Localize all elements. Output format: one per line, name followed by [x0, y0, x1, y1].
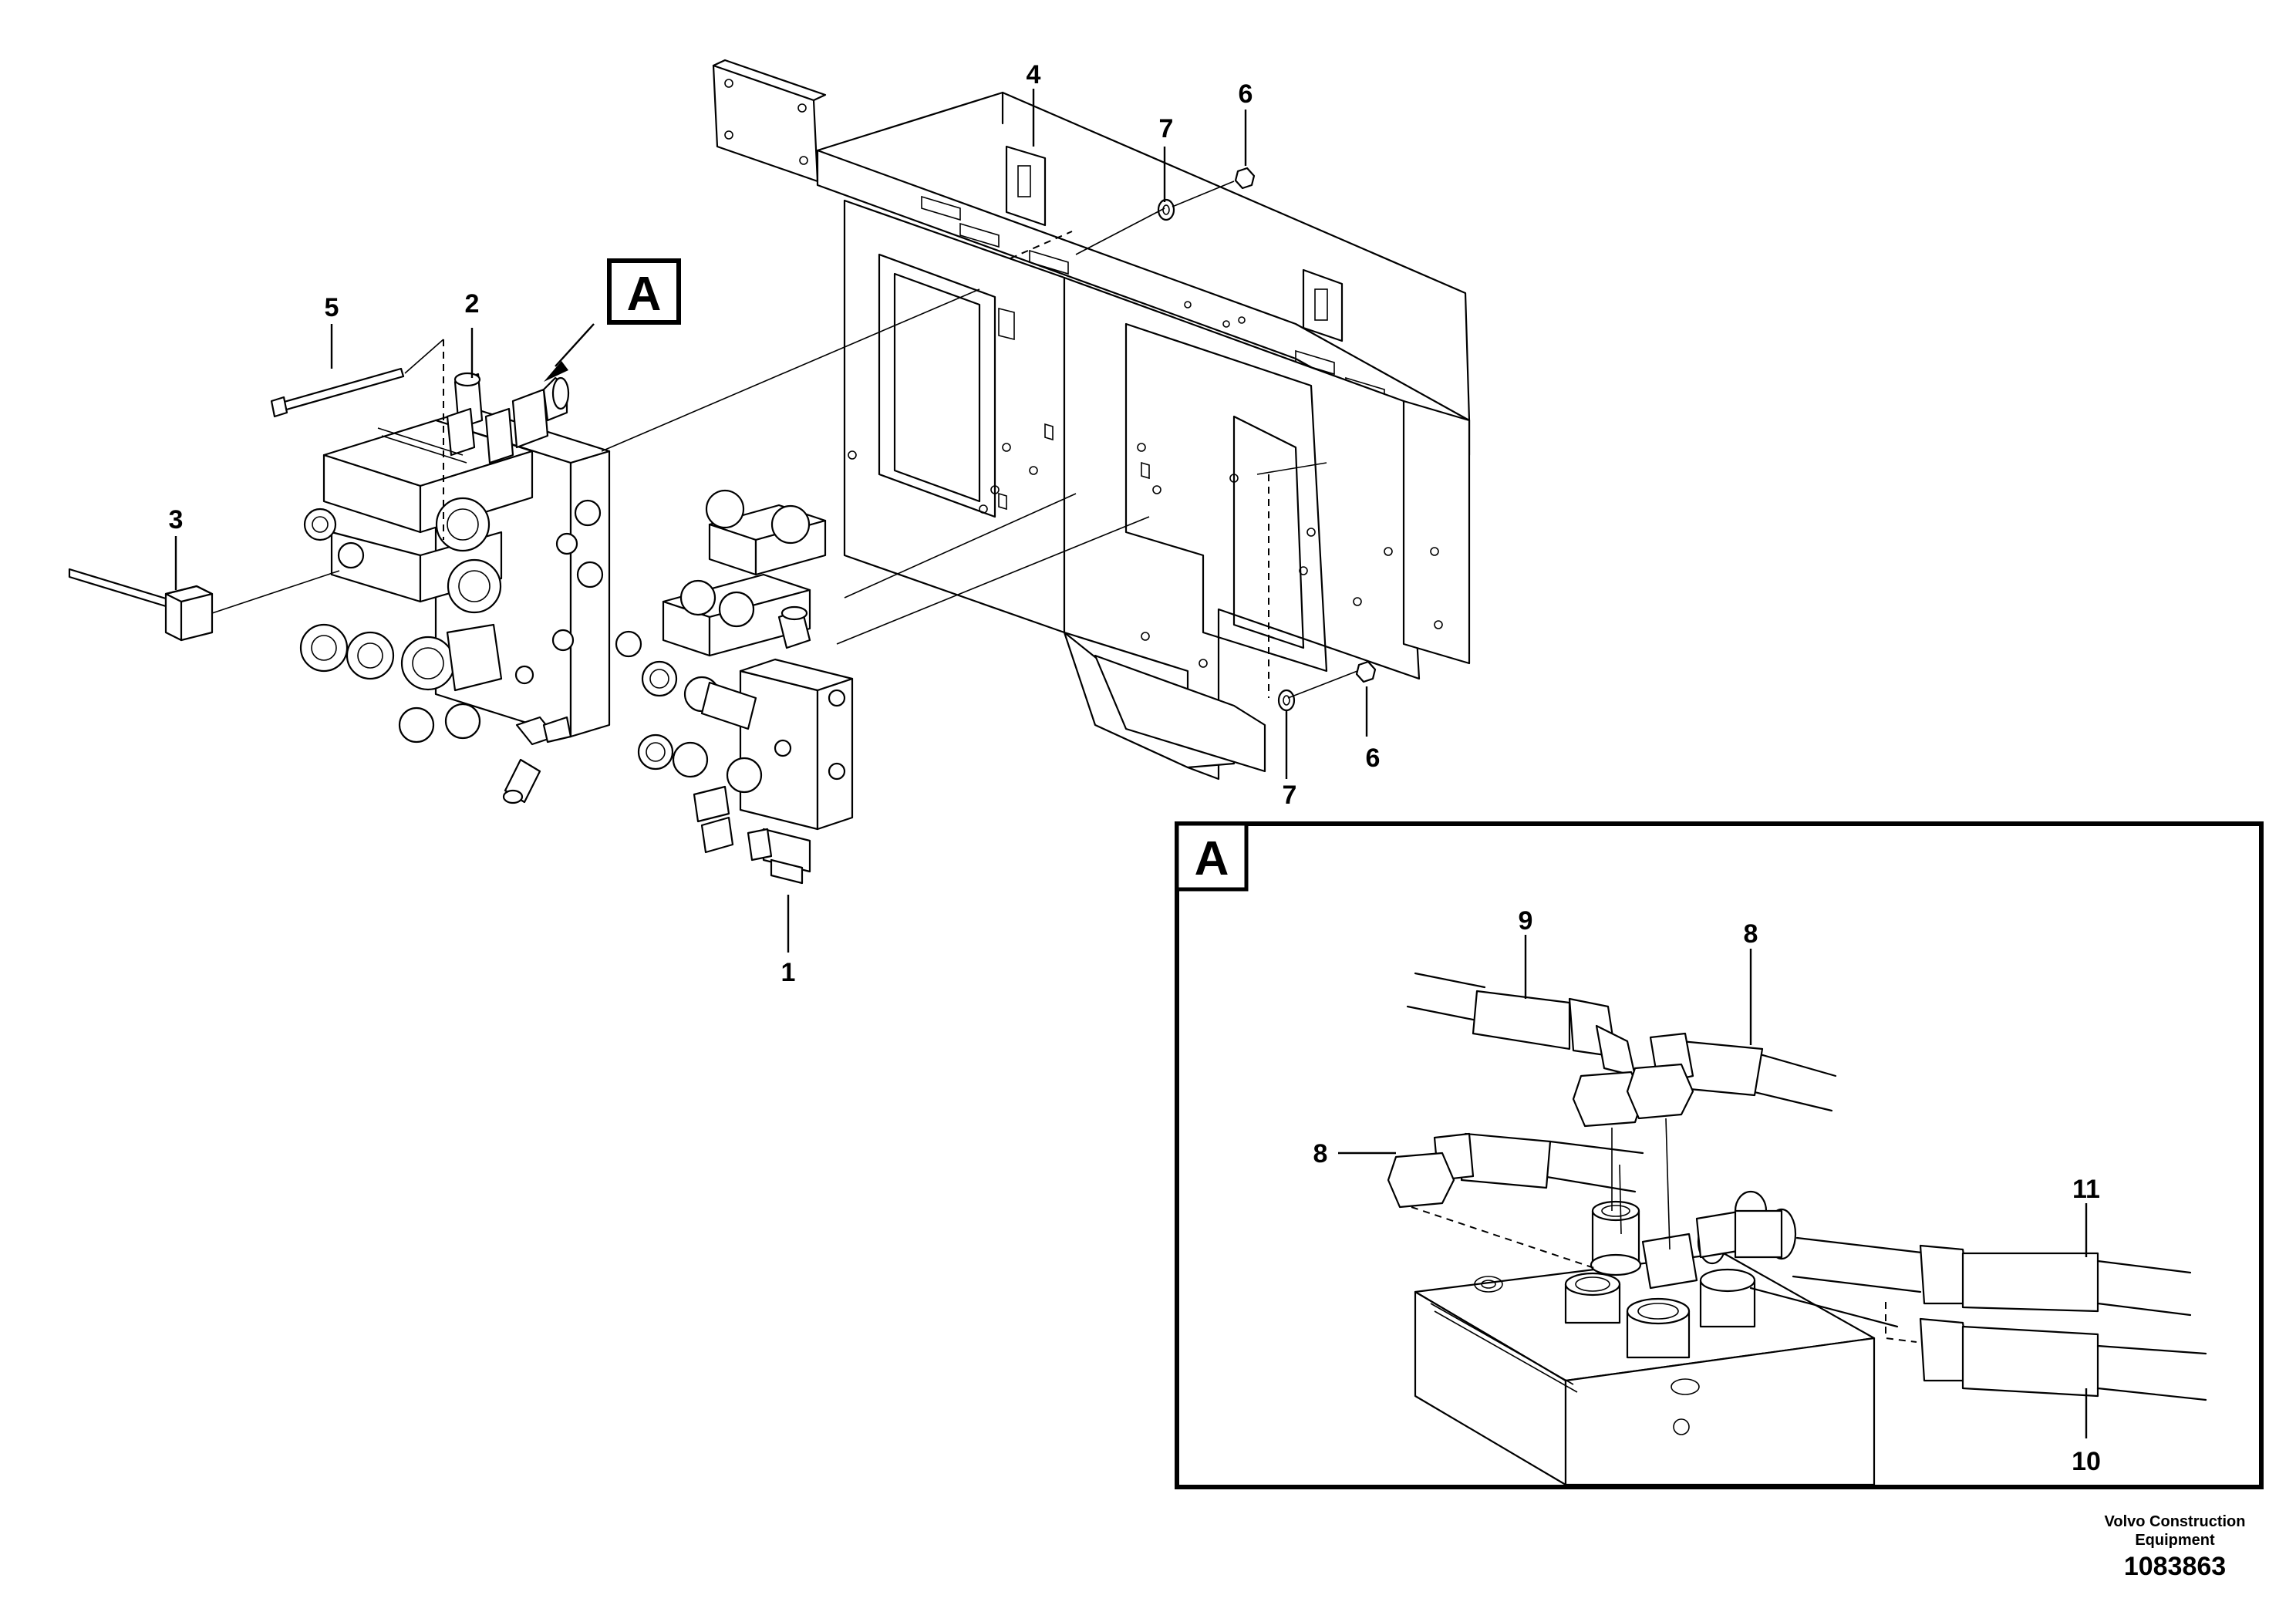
callout-7-bottom: 7	[1283, 781, 1297, 810]
callout-8-left: 8	[1313, 1139, 1328, 1168]
detail-a-view: A	[1175, 821, 2264, 1489]
fasteners-top	[1157, 167, 1256, 221]
callout-6-top: 6	[1239, 79, 1253, 109]
callout-numbers: 1 2 3 4 5 6 6 7 7	[169, 60, 1381, 987]
detail-a-box-label: A	[1195, 832, 1229, 885]
callout-leaders	[174, 89, 1368, 953]
brand-line-2: Equipment	[2135, 1532, 2215, 1549]
hose-11	[1792, 1236, 2192, 1317]
callout-8-right: 8	[1744, 919, 1758, 949]
mounting-bracket	[712, 59, 1471, 781]
hose-8-left	[1387, 1132, 1644, 1209]
valve-block-assembly-small	[615, 489, 854, 885]
callout-1: 1	[781, 958, 796, 987]
callout-2: 2	[465, 289, 480, 319]
brand-line-1: Volvo Construction	[2104, 1513, 2246, 1530]
callout-9: 9	[1519, 906, 1533, 936]
fasteners-bottom	[1277, 660, 1377, 712]
document-number: 1083863	[2123, 1552, 2227, 1581]
callout-5: 5	[325, 293, 339, 322]
callout-3: 3	[169, 505, 184, 534]
callout-10: 10	[2072, 1447, 2101, 1476]
callout-7-top: 7	[1159, 114, 1174, 143]
callout-6-bottom: 6	[1366, 744, 1381, 773]
callout-11: 11	[2072, 1175, 2100, 1204]
hose-9	[1406, 972, 1644, 1128]
detail-a-marker: A	[607, 258, 681, 325]
sensor-part-3	[68, 568, 214, 642]
port-fittings	[1564, 1190, 1797, 1359]
detail-a-marker-label: A	[627, 268, 662, 321]
valve-block-assembly-large	[299, 372, 611, 804]
alignment-lines	[211, 180, 1358, 699]
bolt-part-5	[270, 367, 405, 418]
hose-10	[1749, 1286, 2207, 1401]
hose-8-right	[1626, 1032, 1837, 1120]
callout-4: 4	[1027, 60, 1041, 89]
